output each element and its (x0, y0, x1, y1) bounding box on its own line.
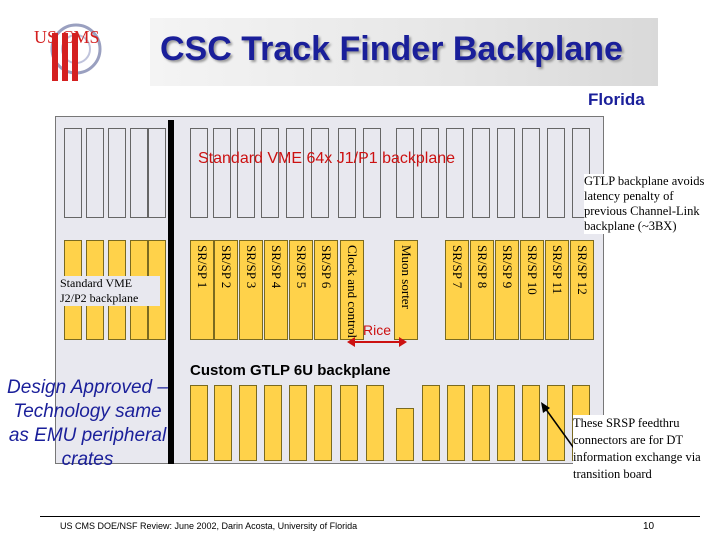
upper-slot (396, 128, 414, 218)
upper-slot (148, 128, 166, 218)
backplane-divider (168, 120, 174, 464)
card-label: SR/SP 9 (500, 245, 515, 289)
upper-slot (497, 128, 515, 218)
gtlp-slot (264, 385, 282, 461)
upper-slot (237, 128, 255, 218)
card-label: SR/SP 4 (269, 245, 284, 289)
logo-text: US CMS (34, 27, 100, 47)
j2-backplane-label: Standard VME J2/P2 backplane (60, 276, 160, 306)
card-label: Clock and control (345, 245, 360, 339)
upper-slot (130, 128, 148, 218)
gtlp-latency-note: GTLP backplane avoids latency penalty of… (584, 174, 714, 234)
upper-slot (213, 128, 231, 218)
title-banner (150, 18, 658, 86)
card-muon-sorter: Muon sorter (394, 240, 418, 340)
upper-slot (64, 128, 82, 218)
upper-slot (363, 128, 381, 218)
card-clock-control: Clock and control (340, 240, 364, 340)
srsp-feedthru-note: These SRSP feedthru connectors are for D… (573, 415, 703, 483)
upper-slot (446, 128, 464, 218)
upper-slot (311, 128, 329, 218)
upper-slot (86, 128, 104, 218)
card-label: SR/SP 10 (525, 245, 540, 295)
upper-slot (190, 128, 208, 218)
card-label: SR/SP 8 (475, 245, 490, 289)
gtlp-slot-short (396, 408, 414, 461)
rice-double-arrow (347, 337, 407, 347)
card-srsp-7: SR/SP 7 (445, 240, 469, 340)
gtlp-slot (472, 385, 490, 461)
card-srsp-4: SR/SP 4 (264, 240, 288, 340)
card-label: SR/SP 12 (575, 245, 590, 295)
gtlp-slot (289, 385, 307, 461)
card-srsp-9: SR/SP 9 (495, 240, 519, 340)
rice-label: Rice (363, 322, 392, 338)
card-srsp-6: SR/SP 6 (314, 240, 338, 340)
card-srsp-2: SR/SP 2 (214, 240, 238, 340)
card-srsp-11: SR/SP 11 (545, 240, 569, 340)
card-srsp-10: SR/SP 10 (520, 240, 544, 340)
upper-slot (286, 128, 304, 218)
card-srsp-5: SR/SP 5 (289, 240, 313, 340)
card-srsp-12: SR/SP 12 (570, 240, 594, 340)
upper-slot (547, 128, 565, 218)
gtlp-slot (314, 385, 332, 461)
card-srsp-8: SR/SP 8 (470, 240, 494, 340)
card-label: SR/SP 1 (195, 245, 210, 289)
card-label: SR/SP 11 (550, 245, 565, 295)
card-label: SR/SP 5 (294, 245, 309, 289)
page-number: 10 (643, 521, 655, 532)
gtlp-slot (190, 385, 208, 461)
gtlp-slot (366, 385, 384, 461)
gtlp-slot (239, 385, 257, 461)
upper-slot (472, 128, 490, 218)
upper-slot (421, 128, 439, 218)
design-approved-text: Design Approved – Technology same as EMU… (7, 377, 168, 470)
card-srsp-1: SR/SP 1 (190, 240, 214, 340)
gtlp-slot (340, 385, 358, 461)
gtlp-slot (497, 385, 515, 461)
page-title: CSC Track Finder Backplane (160, 30, 623, 68)
us-cms-logo: US CMS (22, 15, 150, 87)
upper-slot (261, 128, 279, 218)
gtlp-slot (422, 385, 440, 461)
upper-slot (108, 128, 126, 218)
gtlp-slot (214, 385, 232, 461)
upper-slot (522, 128, 540, 218)
card-label: SR/SP 6 (319, 245, 334, 289)
card-label: SR/SP 3 (244, 245, 259, 289)
institution-label: Florida (588, 90, 645, 109)
footer-divider (40, 516, 700, 517)
gtlp-slot (522, 385, 540, 461)
gtlp-backplane-label: Custom GTLP 6U backplane (190, 362, 391, 379)
vme-backplane-label: Standard VME 64x J1/P1 backplane (198, 150, 456, 167)
card-srsp-3: SR/SP 3 (239, 240, 263, 340)
card-label: Muon sorter (399, 245, 414, 309)
card-label: SR/SP 2 (219, 245, 234, 289)
card-label: SR/SP 7 (450, 245, 465, 289)
footer-citation: US CMS DOE/NSF Review: June 2002, Darin … (60, 521, 358, 531)
gtlp-slot (447, 385, 465, 461)
upper-slot (338, 128, 356, 218)
